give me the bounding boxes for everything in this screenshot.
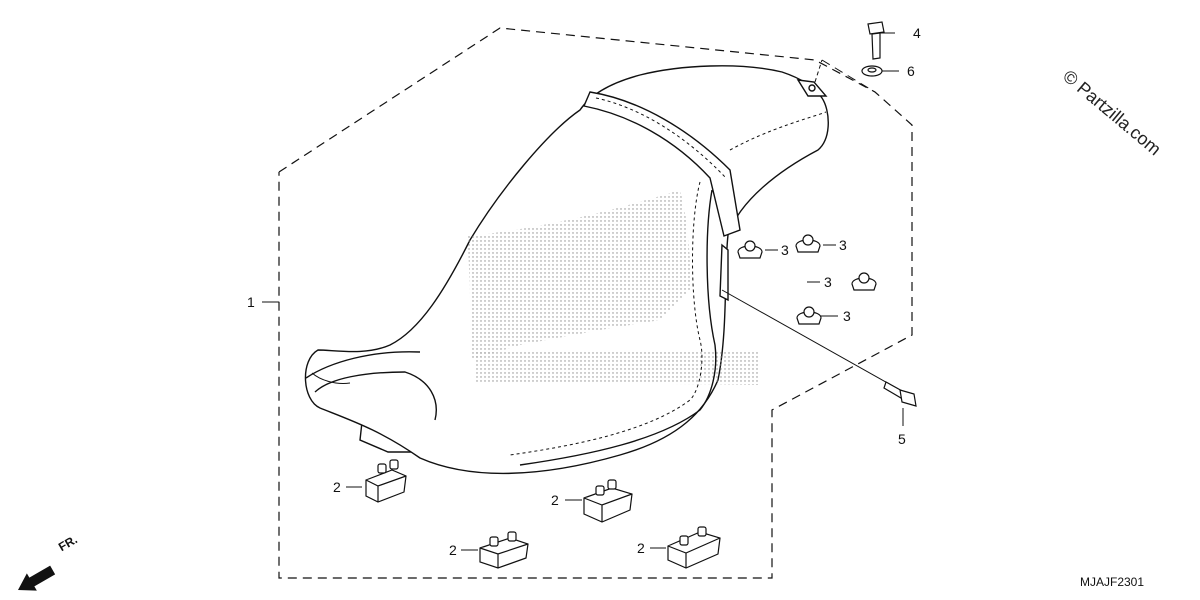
callout-3a: 3 — [839, 237, 847, 253]
washer-6-drawing — [861, 65, 883, 77]
cushion-3-drawings — [737, 234, 877, 325]
callout-2a: 2 — [333, 479, 341, 495]
rubber-2-drawings — [365, 459, 721, 569]
diagram-code: MJAJF2301 — [1080, 575, 1145, 589]
front-arrow-icon — [18, 565, 56, 591]
assembly-boundary — [278, 27, 913, 579]
callout-3d: 3 — [843, 308, 851, 324]
callout-3b: 3 — [781, 242, 789, 258]
callout-2b: 2 — [551, 492, 559, 508]
callout-2c: 2 — [449, 542, 457, 558]
bolt-5-drawing — [883, 381, 917, 407]
callout-2d: 2 — [637, 540, 645, 556]
callout-1: 1 — [247, 294, 255, 310]
seat-drawing — [304, 65, 829, 475]
bolt-4-drawing — [867, 21, 885, 60]
callout-6: 6 — [907, 63, 915, 79]
callout-4: 4 — [913, 25, 921, 41]
leader-lines — [262, 32, 904, 551]
callout-5: 5 — [898, 431, 906, 447]
callout-3c: 3 — [824, 274, 832, 290]
